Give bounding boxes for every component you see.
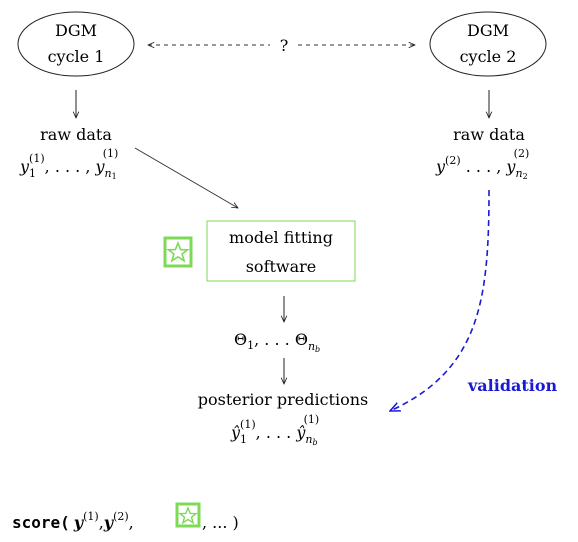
fitting-line2: software	[246, 257, 317, 276]
dgm2-line2: cycle 2	[460, 47, 517, 66]
dgm2-line1: DGM	[467, 21, 509, 40]
raw2-label: raw data	[453, 125, 525, 144]
dgm1-line2: cycle 1	[48, 47, 105, 66]
dgm-cycle-2-node: DGM cycle 2	[429, 11, 547, 77]
theta-sequence: Θ1, . . . Θnb	[234, 330, 320, 354]
score-star-icon	[175, 502, 201, 528]
posterior-sequence: ŷ1(1), . . . ŷnb(1)	[230, 413, 319, 447]
posterior-predictions-node: posterior predictions ŷ1(1), . . . ŷnb(1…	[198, 390, 369, 447]
validation-label: validation	[467, 376, 558, 395]
model-fitting-node: model fitting software	[206, 220, 356, 282]
validation-edge	[390, 189, 490, 411]
question-mark: ?	[280, 36, 289, 55]
score-text: score(y(1),y(2),	[12, 510, 134, 532]
fitting-line1: model fitting	[229, 228, 333, 247]
raw2-sequence: y(2) . . . , yn2(2)	[435, 147, 529, 181]
raw-data-2-node: raw data y(2) . . . , yn2(2)	[435, 125, 529, 181]
score-expression: score(y(1),y(2), , ... )	[12, 502, 239, 532]
dgm1-line1: DGM	[55, 21, 97, 40]
posterior-label: posterior predictions	[198, 390, 369, 409]
raw1-label: raw data	[40, 125, 112, 144]
edge-raw1-fitting	[134, 147, 238, 208]
raw-data-1-node: raw data y1(1), . . . , yn1(1)	[19, 125, 118, 181]
dgm-cycle-1-node: DGM cycle 1	[17, 11, 135, 77]
score-tail: , ... )	[202, 513, 239, 532]
raw1-sequence: y1(1), . . . , yn1(1)	[19, 147, 118, 181]
star-icon	[163, 236, 193, 268]
dgm-relation-edge: ?	[148, 36, 415, 55]
